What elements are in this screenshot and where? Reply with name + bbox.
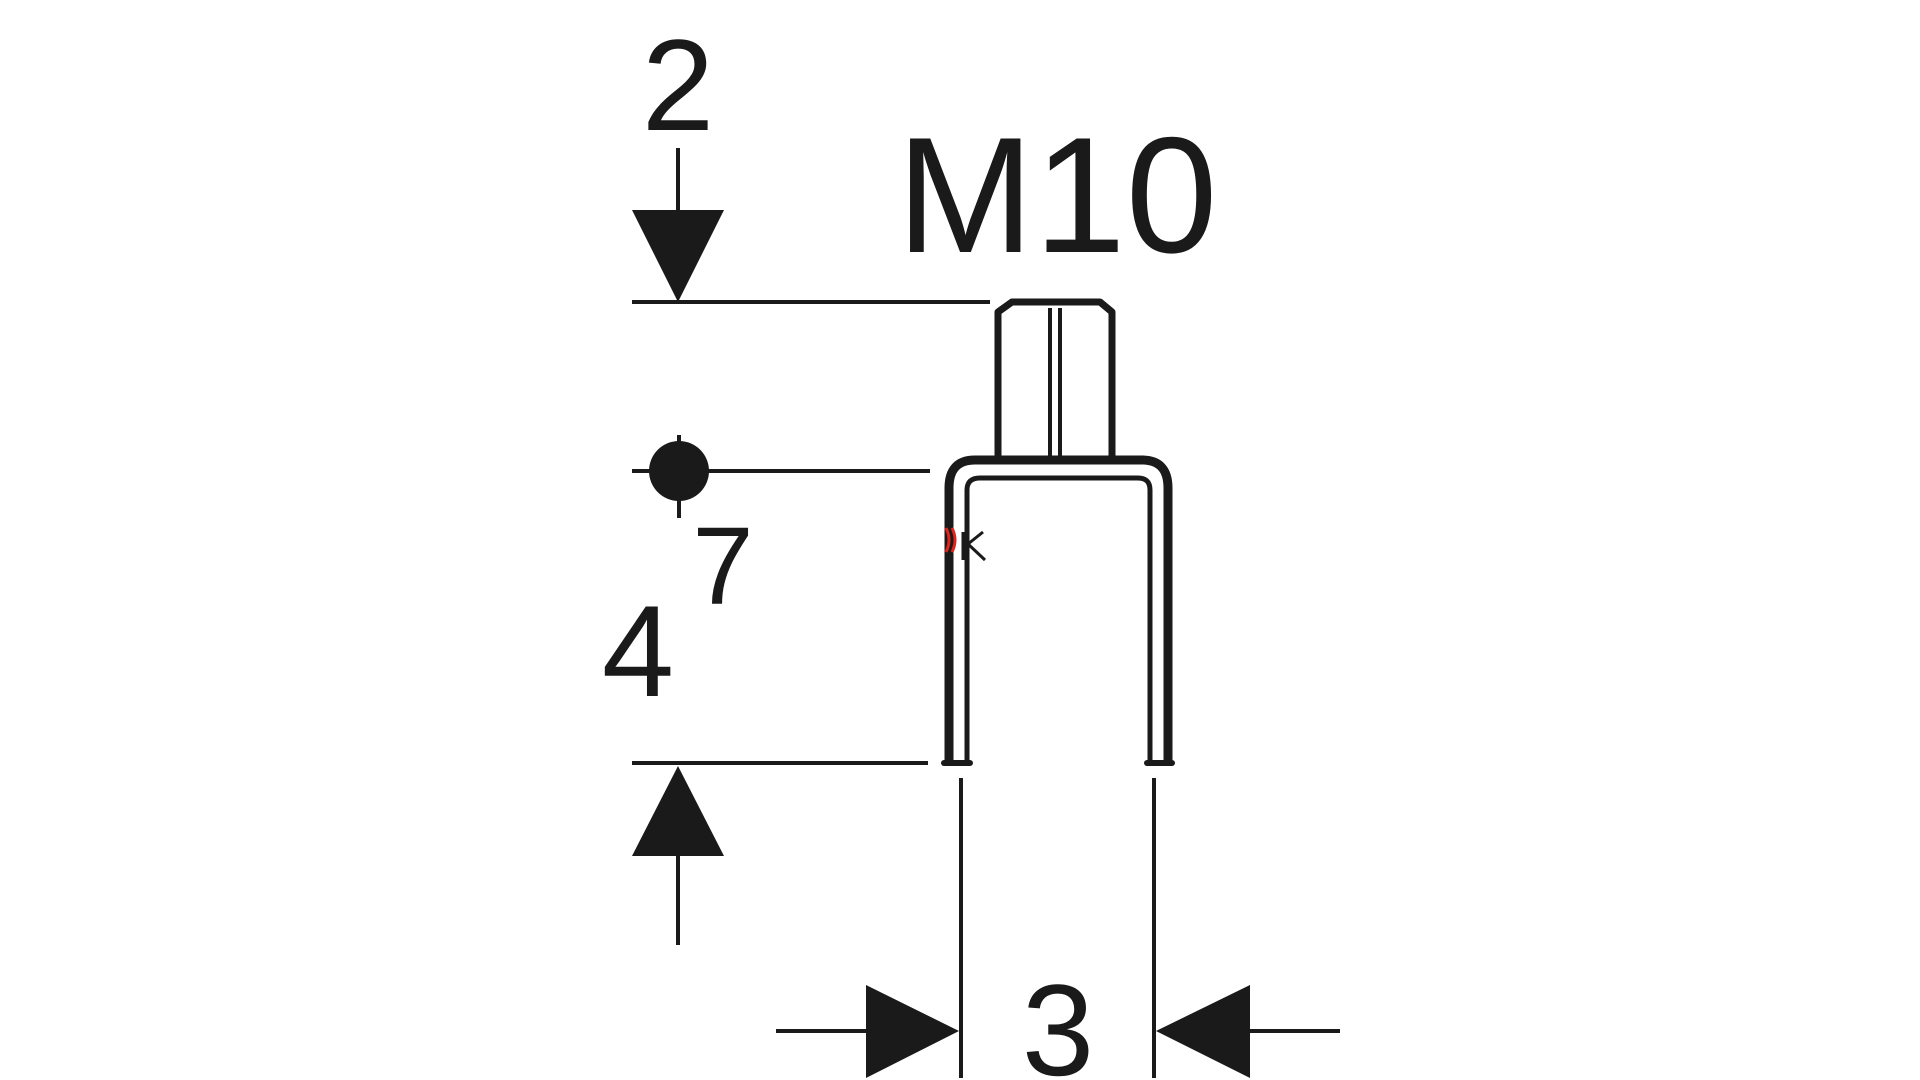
width-arrow-left [776, 985, 959, 1078]
bottom-dimension-arrow [632, 766, 724, 945]
u-bracket [941, 455, 1175, 766]
watermark-logo [944, 527, 987, 562]
dim-label-superscript-7: 7 [692, 505, 753, 628]
dim-label-2: 2 [642, 12, 714, 158]
center-datum-marker [632, 435, 930, 518]
thread-label-m10: M10 [897, 103, 1218, 287]
top-dimension-arrow [632, 148, 724, 302]
dim-label-3: 3 [1022, 957, 1094, 1080]
threaded-stud [994, 298, 1116, 456]
dim-label-4-7: 4 [602, 578, 674, 724]
width-arrow-right [1156, 985, 1340, 1078]
dim-label-4: 4 [602, 578, 674, 724]
